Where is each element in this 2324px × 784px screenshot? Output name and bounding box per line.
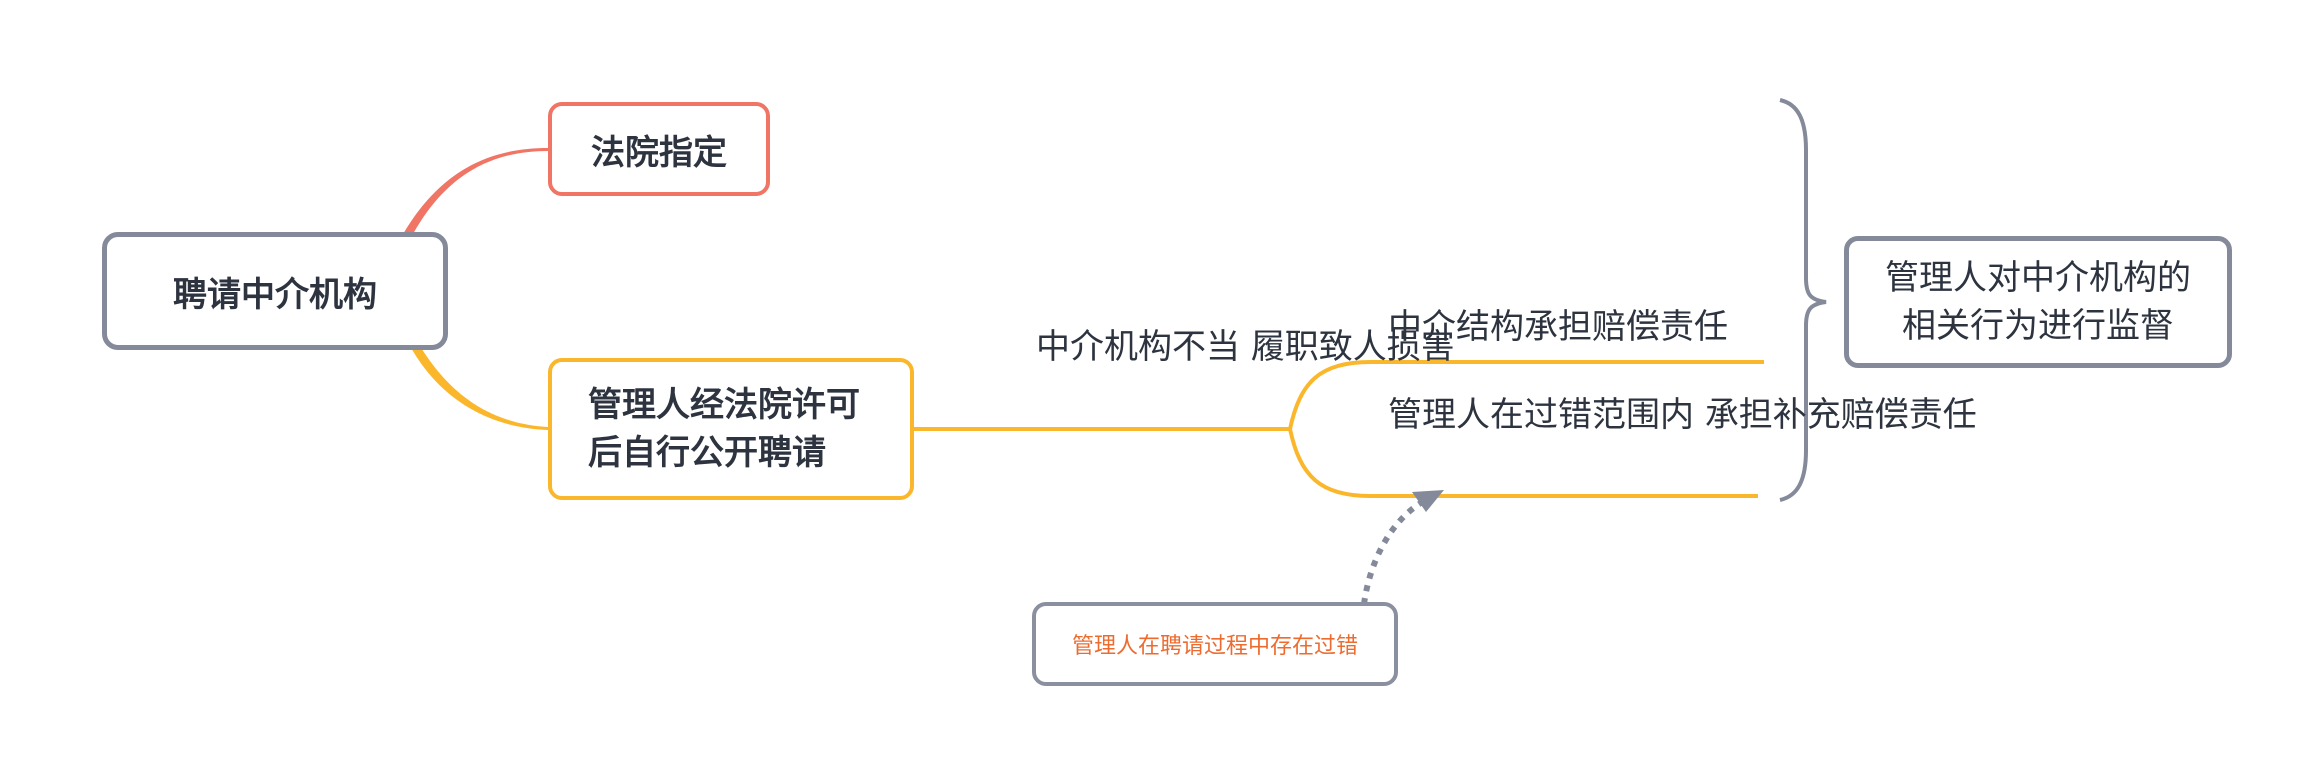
edge-label-misconduct[interactable]: 中介机构不当 履职致人损害	[1036, 324, 1455, 370]
branch-manager-hire[interactable]: 管理人经法院许可 后自行公开聘请	[548, 358, 914, 500]
summary-topic-line-2: 相关行为进行监督	[1902, 306, 2174, 346]
outcome-agency-liability[interactable]: 中介结构承担赔偿责任	[1388, 304, 1728, 350]
branch-court-assigned[interactable]: 法院指定	[548, 102, 770, 196]
summary-topic-line-1: 管理人对中介机构的	[1885, 258, 2191, 298]
connector-fork-upper	[1288, 360, 1764, 430]
branch-manager-hire-line-2: 后自行公开聘请	[588, 433, 826, 473]
branch-court-assigned-label: 法院指定	[591, 132, 727, 173]
relationship-arrow-line	[1361, 497, 1428, 605]
callout-fault-in-hiring[interactable]: 管理人在聘请过程中存在过错	[1032, 602, 1398, 686]
summary-topic-text: 管理人对中介机构的 相关行为进行监督	[1885, 254, 2191, 350]
edge-label-line-1: 中介机构不当	[1036, 327, 1240, 367]
outcome-manager-liability-line-2: 承担补充赔偿责任	[1704, 395, 1977, 435]
connector-root-manager	[410, 346, 548, 430]
branch-manager-hire-text: 管理人经法院许可 后自行公开聘请	[588, 381, 860, 477]
outcome-agency-liability-label: 中介结构承担赔偿责任	[1388, 307, 1728, 347]
root-topic[interactable]: 聘请中介机构	[102, 232, 448, 350]
root-topic-label: 聘请中介机构	[173, 274, 377, 315]
edge-label-line-2: 履职致人损害	[1250, 327, 1455, 367]
connector-root-court	[402, 148, 548, 236]
relationship-arrowhead	[1412, 490, 1444, 512]
outcome-manager-liability-line-1: 管理人在过错范围内	[1388, 395, 1694, 435]
branch-manager-hire-line-1: 管理人经法院许可	[588, 385, 860, 425]
connector-fork-lower	[1288, 428, 1758, 498]
summary-topic[interactable]: 管理人对中介机构的 相关行为进行监督	[1844, 236, 2232, 368]
callout-fault-label: 管理人在聘请过程中存在过错	[1071, 634, 1358, 659]
summary-brace	[1779, 98, 1827, 502]
outcome-manager-liability[interactable]: 管理人在过错范围内 承担补充赔偿责任	[1388, 392, 1977, 438]
